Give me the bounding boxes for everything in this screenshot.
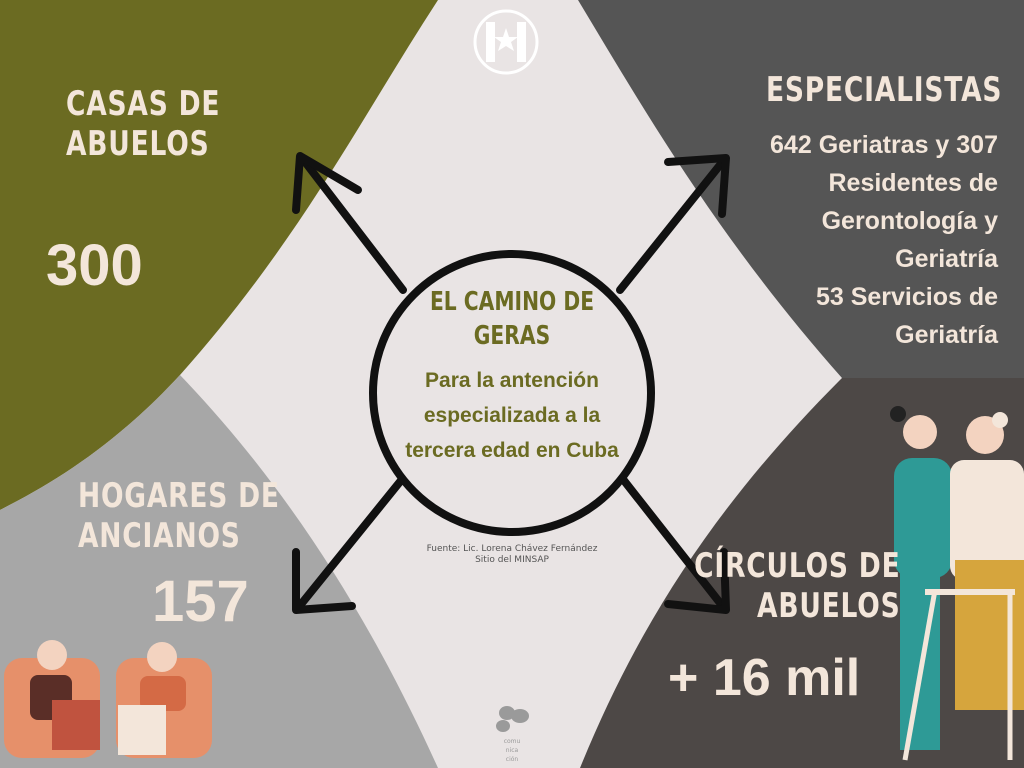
casas-title-line1: CASAS DE (66, 84, 221, 124)
dark-gray-region (578, 0, 1024, 378)
source-note: Fuente: Lic. Lorena Chávez Fernández Sit… (402, 544, 622, 566)
light-gray-region (0, 375, 438, 768)
circulos-title-line2: ABUELOS (756, 586, 900, 626)
center-subtitle: Para la antención especializada a la ter… (405, 369, 619, 462)
spec-line: Gerontología y (821, 207, 998, 235)
circulos-value: + 16 mil (668, 649, 861, 707)
hogares-title-line1: HOGARES DE (78, 476, 280, 516)
center-content: EL CAMINO DE GERAS Para la antención esp… (392, 285, 632, 468)
casas-title: CASAS DE ABUELOS (66, 84, 220, 164)
especialistas-title: ESPECIALISTAS (766, 70, 1003, 110)
circulos-title-line1: CÍRCULOS DE (693, 546, 900, 586)
source-line2: Sitio del MINSAP (475, 555, 549, 565)
faculty-logo: comu nica ción (496, 706, 529, 763)
center-title: EL CAMINO DE GERAS (429, 287, 595, 351)
hogares-title-line2: ANCIANOS (78, 516, 241, 556)
top-logo (473, 9, 539, 75)
circulos-title: CÍRCULOS DE ABUELOS (694, 546, 900, 626)
casas-title-line2: ABUELOS (66, 124, 210, 164)
spec-line: Geriatría (895, 245, 998, 273)
svg-text:ción: ción (506, 756, 519, 763)
hogares-title: HOGARES DE ANCIANOS (78, 476, 280, 556)
spec-line: Residentes de (828, 169, 998, 197)
svg-text:nica: nica (506, 747, 519, 754)
arrow-up-right (616, 154, 730, 294)
spec-line: 642 Geriatras y 307 (770, 131, 998, 159)
source-line1: Fuente: Lic. Lorena Chávez Fernández (426, 544, 598, 554)
hogares-value: 157 (152, 569, 249, 634)
svg-text:comu: comu (504, 738, 521, 745)
spec-line: Geriatría (895, 321, 998, 349)
casas-value: 300 (46, 233, 143, 298)
arrow-up-left (292, 152, 407, 294)
spec-line: 53 Servicios de (815, 283, 998, 311)
arrow-down-left (292, 474, 407, 614)
center-circle (369, 250, 655, 536)
elderly-couple-illustration (4, 640, 212, 758)
arrow-down-right (618, 474, 730, 614)
nurse-elderly-illustration (890, 406, 1024, 761)
olive-region (0, 0, 438, 510)
especialistas-details: 642 Geriatras y 307 Residentes de Geront… (698, 126, 998, 354)
